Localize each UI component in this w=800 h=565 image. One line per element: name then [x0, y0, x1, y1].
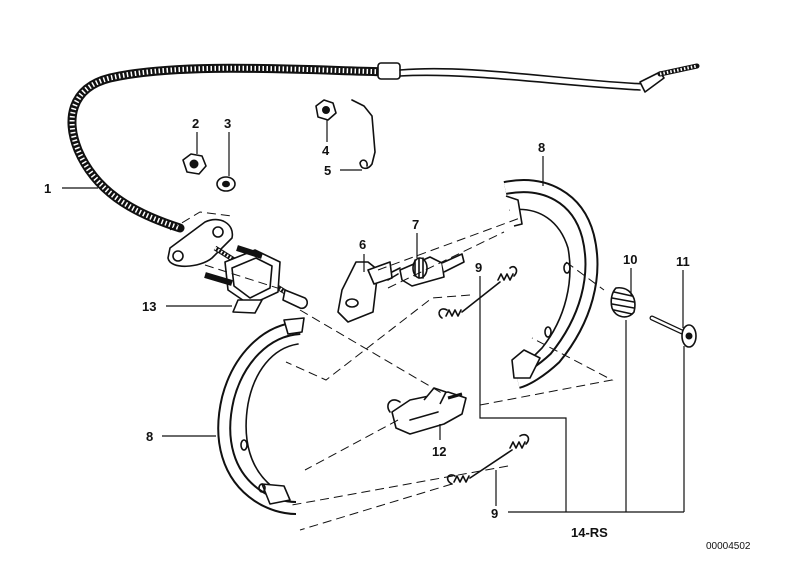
- spring-lower-coil-a: [453, 475, 470, 483]
- leader-lines: [62, 120, 685, 513]
- callout-11: 11: [676, 254, 690, 269]
- brake-adjuster: [387, 253, 465, 287]
- washer: [216, 176, 236, 192]
- flange-hole-b: [212, 226, 224, 238]
- assembly-line-c: [387, 231, 505, 289]
- callout-7: 7: [412, 217, 419, 232]
- reference-code: 00004502: [706, 541, 751, 552]
- spring-upper-coil-a: [445, 309, 462, 317]
- lever-plate-slot: [345, 298, 359, 308]
- brake-shoe-lower: [217, 317, 305, 515]
- callout-4: 4: [322, 143, 330, 158]
- callout-13: 13: [142, 299, 156, 314]
- flange-hole-a: [172, 250, 184, 262]
- lever-plate: [337, 261, 393, 323]
- assembly-line-h: [291, 465, 509, 506]
- bracket-mount: [232, 299, 263, 314]
- small-nut: [315, 99, 337, 121]
- leader-14: [508, 320, 685, 513]
- assembly-line-f: [479, 337, 614, 406]
- shoe-lower-bottom-tab: [261, 483, 291, 505]
- callout-8b: 8: [146, 429, 153, 444]
- hex-nut-bore: [189, 159, 199, 169]
- brake-shoe-upper: [503, 179, 599, 389]
- hold-down-pin: [649, 315, 697, 348]
- callout-14: 14-RS: [571, 525, 608, 540]
- assembly-line-j: [169, 211, 233, 231]
- expander-slot: [409, 411, 439, 421]
- shoe-upper-bottom-tab: [511, 349, 541, 379]
- lever-plate-body: [337, 261, 379, 323]
- callout-10: 10: [623, 252, 637, 267]
- cable-sheath-texture: [69, 65, 393, 231]
- shoe-lower-lining-face: [219, 323, 301, 513]
- shoe-lower-web: [245, 343, 299, 489]
- assembly-line-i: [299, 483, 453, 531]
- adjuster-wheel-teeth: [414, 257, 424, 279]
- return-spring-upper: [438, 265, 518, 319]
- adjuster-fork: [387, 267, 401, 281]
- assembly-line-a: [299, 309, 446, 396]
- callout-9a: 9: [475, 260, 482, 275]
- hold-down-pin-recess: [685, 332, 693, 340]
- shoe-lower-hole-a: [240, 439, 248, 451]
- shoe-upper-lining-face: [504, 181, 597, 387]
- cable-end-fitting: [639, 71, 665, 93]
- callout-1: 1: [44, 181, 51, 196]
- callout-2: 2: [192, 116, 199, 131]
- wire-clip-shape: [351, 99, 376, 170]
- expander-lever: [387, 387, 467, 435]
- assembly-lines: [169, 211, 614, 531]
- bracket-stud-b: [236, 245, 263, 259]
- expander-pin: [447, 392, 463, 400]
- shoe-lower-hole-b: [258, 483, 266, 493]
- inner-cable-sleeve: [399, 74, 641, 91]
- bracket-stud-a: [204, 272, 233, 286]
- shoe-upper-top-tab: [505, 195, 523, 227]
- spring-upper-hook-b: [509, 265, 518, 277]
- handbrake-cable: [67, 62, 700, 310]
- assembly-line-e: [565, 261, 605, 291]
- callouts: 1 2 3 4 5 6 7 8 8 9 9 10 11 12 13 14-RS: [44, 116, 690, 540]
- callout-3: 3: [224, 116, 231, 131]
- cable-bracket: [204, 245, 281, 314]
- wire-clip: [351, 99, 376, 170]
- callout-8a: 8: [538, 140, 545, 155]
- callout-12: 12: [432, 444, 446, 459]
- spring-lower-hook-b: [519, 433, 530, 445]
- hold-down-pin-shank-face: [650, 316, 684, 334]
- leader-9a: [479, 276, 567, 512]
- callout-6: 6: [359, 237, 366, 252]
- shoe-upper-hole-b: [544, 326, 552, 338]
- assembly-line-d: [377, 217, 521, 271]
- assembly-line-g: [304, 419, 399, 471]
- cable-eye: [282, 289, 308, 310]
- spring-lower-rod: [469, 449, 513, 479]
- shoe-lower-top-tab: [283, 317, 305, 335]
- small-nut-bore: [322, 106, 330, 114]
- expander-body: [391, 391, 467, 435]
- spring-upper-rod: [461, 281, 501, 313]
- hold-down-spring-coils: [611, 291, 635, 315]
- assembly-line-b: [285, 294, 471, 381]
- cable-sheath: [67, 63, 397, 233]
- return-spring-lower: [446, 433, 530, 485]
- hex-nut: [182, 153, 207, 175]
- washer-bore: [222, 180, 230, 188]
- expander-ear-a: [387, 399, 401, 413]
- callout-9b: 9: [491, 506, 498, 521]
- spring-lower-coil-b: [509, 441, 526, 449]
- callout-5: 5: [324, 163, 331, 178]
- spring-upper-coil-b: [497, 273, 514, 281]
- spring-upper-hook-a: [438, 308, 448, 319]
- cable-ferrule: [377, 62, 401, 80]
- assembly-line-k: [204, 264, 291, 293]
- shoe-upper-web: [509, 208, 571, 371]
- cable-thread-texture: [659, 64, 698, 76]
- bracket-face: [231, 257, 273, 299]
- inner-cable: [399, 67, 646, 85]
- adjuster-stem: [441, 253, 465, 273]
